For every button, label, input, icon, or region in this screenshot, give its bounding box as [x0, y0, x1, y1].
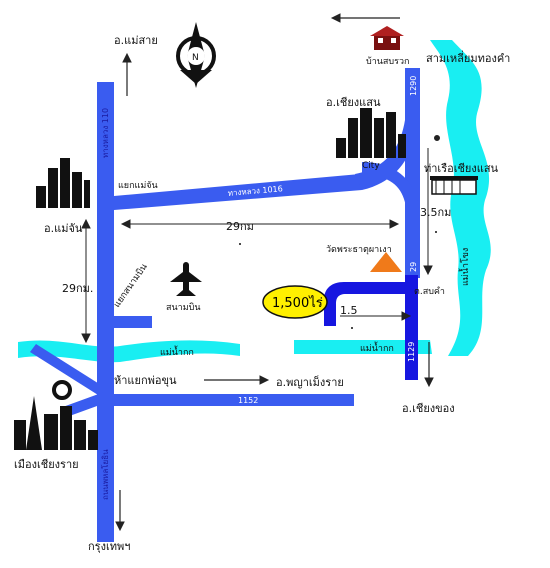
label-chiang-saen: อ.เชียงแสน — [326, 96, 381, 109]
label-chiang-khong: อ.เชียงของ — [402, 402, 455, 415]
label-pho-khun-junction: ห้าแยกพ่อขุน — [114, 374, 177, 387]
road-110-label: ทางหลวง 110 — [101, 108, 110, 158]
dot-2 — [435, 231, 437, 233]
chiang-rai-icon — [14, 380, 98, 450]
road-1290 — [405, 68, 420, 278]
wat-marker-icon — [370, 252, 402, 272]
road-1290-label: 1290 — [409, 76, 418, 96]
road-29-label: 29 — [409, 262, 418, 272]
arrow-distance-29-vertical — [81, 218, 91, 344]
arrow-chiang-khong — [424, 342, 434, 388]
arrow-distance-1-5 — [340, 311, 412, 321]
port-icon — [430, 176, 478, 195]
road-1016-south-curve — [362, 162, 420, 215]
label-sob-kham: ต.สบคำ — [414, 286, 445, 297]
label-distance-29-vertical: 29กม. — [62, 282, 93, 295]
label-airport-junction: แยกสนามบิน — [111, 262, 149, 310]
label-port: ท่าเรือเชียงแสน — [424, 162, 499, 175]
compass-n-label: N — [192, 53, 199, 63]
label-distance-1-5: 1.5 — [340, 304, 358, 317]
arrow-phaya-mengrai — [204, 375, 270, 385]
price-badge — [262, 285, 328, 319]
dot-1 — [239, 243, 241, 245]
label-distance-29-horizontal: 29กม — [226, 220, 254, 233]
price-label: 1,500ไร่ — [272, 295, 323, 311]
road-1152-label: 1152 — [238, 396, 258, 405]
label-mekong: แม่น้ำโขง — [458, 248, 471, 286]
arrow-bangkok — [115, 490, 125, 532]
road-1129-branch — [324, 282, 410, 326]
mae-chan-buildings-icon — [36, 158, 90, 208]
label-distance-3-5: 3.5กม — [420, 206, 451, 219]
label-kok-river-2: แม่น้ำกก — [360, 341, 394, 354]
kok-river-right — [294, 340, 432, 354]
road-110 — [97, 82, 114, 542]
label-bangkok: กรุงเทพฯ — [88, 540, 130, 553]
label-kok-river-1: แม่น้ำกก — [160, 345, 194, 358]
arrow-top — [330, 13, 400, 23]
dot-3 — [351, 327, 353, 329]
label-airport: สนามบิน — [166, 302, 201, 313]
label-mae-chan: อ.แม่จัน — [44, 222, 83, 235]
road-1016 — [114, 174, 362, 210]
label-ban-sob-ruak: บ้านสบรวก — [366, 56, 409, 67]
city-buildings-icon — [336, 108, 406, 158]
road-diag-1 — [30, 344, 112, 400]
road-airport — [114, 316, 152, 328]
airplane-icon — [170, 262, 202, 296]
label-mae-chan-junction: แยกแม่จัน — [118, 181, 158, 191]
label-phaya-mengrai: อ.พญาเม็งราย — [276, 375, 344, 389]
label-golden-triangle: สามเหลี่ยมทองคำ — [426, 50, 510, 65]
kok-river-left — [18, 340, 240, 363]
chiang-rai-hwy-label: ถนนพหลโยธิน — [100, 449, 110, 500]
arrow-mae-sai — [122, 52, 132, 96]
arrow-distance-29-horizontal — [120, 219, 400, 229]
compass-icon: N — [176, 22, 216, 88]
label-mae-sai: อ.แม่สาย — [114, 34, 158, 47]
road-1129-label: 1129 — [407, 342, 416, 362]
label-city: City — [362, 161, 380, 171]
house-icon — [370, 26, 404, 50]
mekong-river — [430, 40, 491, 356]
arrow-distance-3-5 — [423, 135, 440, 276]
label-wat: วัดพระธาตุผาเงา — [326, 245, 392, 255]
road-1129 — [405, 275, 418, 380]
road-1152 — [114, 394, 354, 406]
label-chiang-rai: เมืองเชียงราย — [14, 458, 79, 471]
